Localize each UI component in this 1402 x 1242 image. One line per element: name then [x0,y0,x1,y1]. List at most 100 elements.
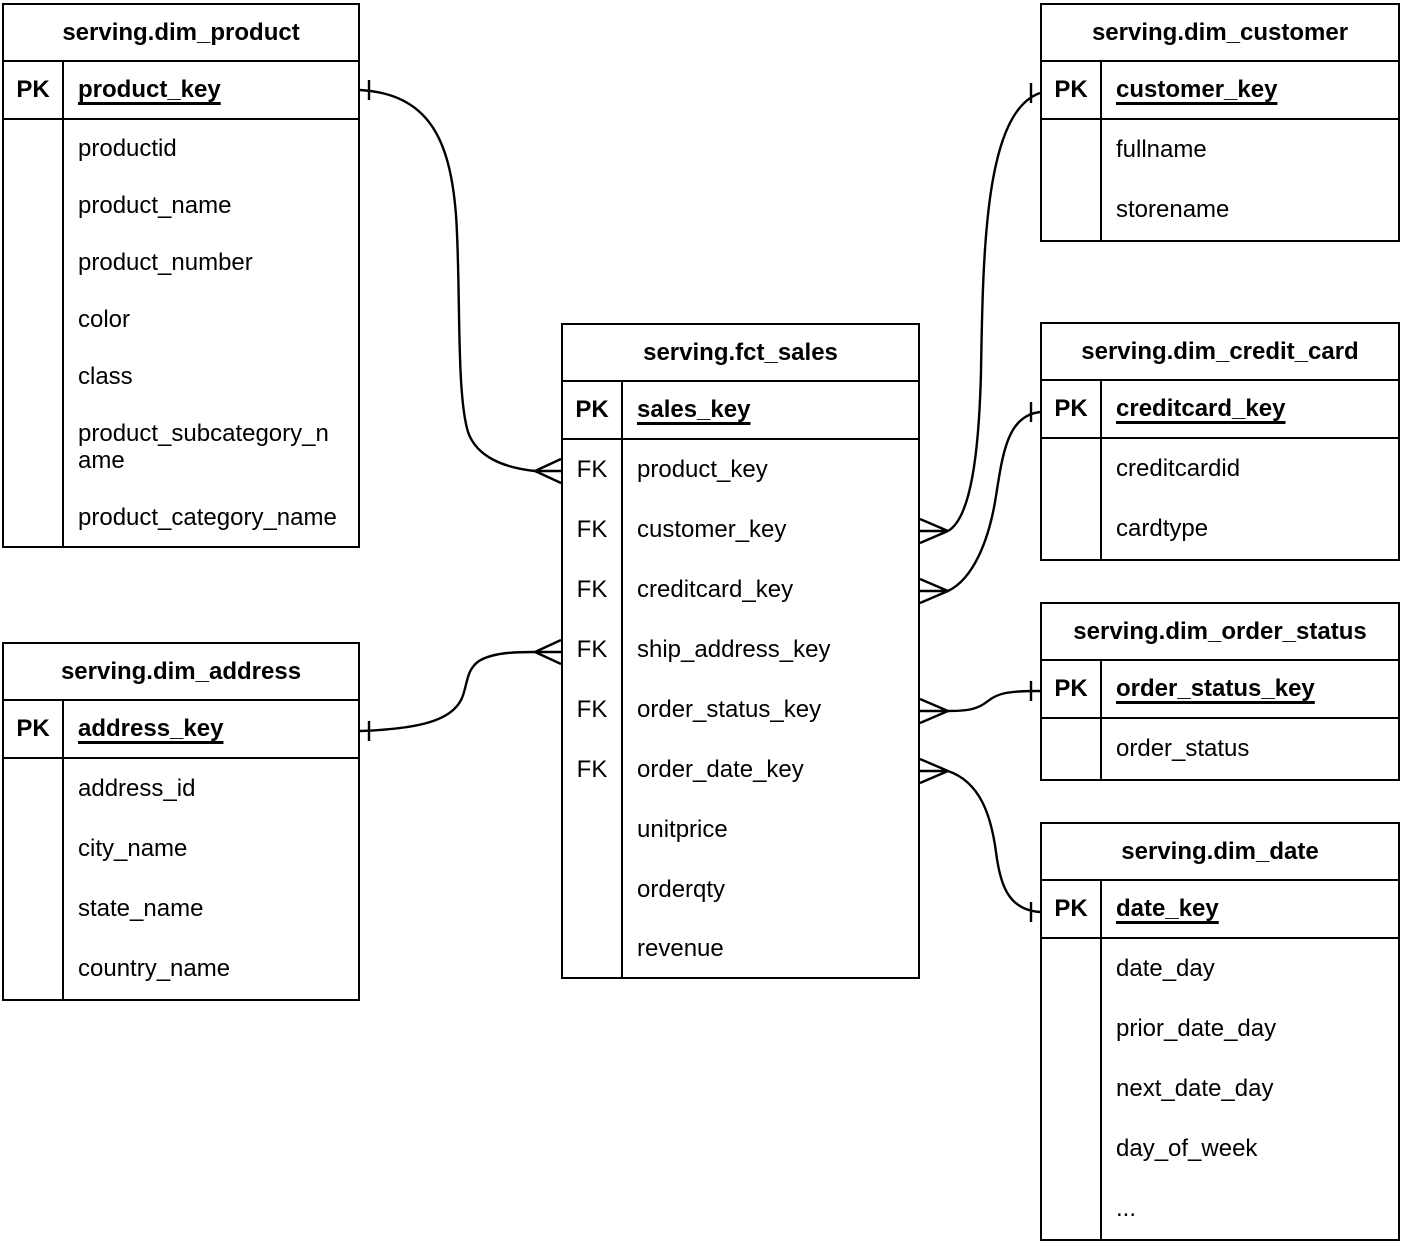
field-storename: storename [1116,196,1230,223]
fk-badge: FK [563,440,623,500]
pk-field-date-key: date_key [1116,895,1219,922]
field-row: orderqty [563,860,918,920]
table-dim-address: serving.dim_address PK address_key addre… [2,642,360,1001]
key-cell-empty [4,759,64,819]
field-row: color [4,291,358,348]
key-cell-empty [1042,439,1102,499]
fk-row: FK product_key [563,440,918,500]
table-dim-date: serving.dim_date PK date_key date_day pr… [1040,822,1400,1241]
field-date-day: date_day [1116,955,1215,982]
field-ellipsis: ... [1116,1195,1137,1222]
pk-field-customer-key: customer_key [1116,76,1278,103]
relationship-curve [947,769,1041,914]
field-class: class [78,362,133,390]
pk-field-order-status-key: order_status_key [1116,675,1315,702]
field-state-name: state_name [78,895,204,922]
key-cell-empty [4,120,64,177]
table-title-dim-address: serving.dim_address [4,644,358,701]
key-cell-empty [1042,719,1102,779]
field-row: product_category_name [4,489,358,546]
field-fk-creditcard-key: creditcard_key [637,576,794,603]
pk-row: PK customer_key [1042,62,1398,120]
table-title-fct-sales: serving.fct_sales [563,325,918,382]
fk-badge: FK [563,680,623,740]
field-row: date_day [1042,939,1398,999]
crow-foot-many-marker [919,517,949,545]
key-cell-empty [4,489,64,546]
field-product-category-name: product_category_name [78,503,337,531]
field-address-id: address_id [78,775,196,802]
table-title-dim-order-status: serving.dim_order_status [1042,604,1398,661]
field-order-status: order_status [1116,735,1250,762]
fk-badge: FK [563,560,623,620]
table-dim-product: serving.dim_product PK product_key produ… [2,3,360,548]
field-product-number: product_number [78,248,253,276]
table-fct-sales: serving.fct_sales PK sales_key FK produc… [561,323,920,979]
table-title-dim-customer: serving.dim_customer [1042,5,1398,62]
key-cell-empty [1042,1119,1102,1179]
field-row: product_number [4,234,358,291]
key-cell-empty [4,819,64,879]
fk-badge: FK [563,620,623,680]
relationship-curve [359,650,536,733]
table-dim-customer: serving.dim_customer PK customer_key ful… [1040,3,1400,242]
table-dim-order-status: serving.dim_order_status PK order_status… [1040,602,1400,781]
key-cell-empty [563,920,623,977]
crow-foot-many-marker [919,577,949,605]
field-productid: productid [78,134,177,162]
relationship-curve [947,689,1041,713]
field-row: class [4,348,358,405]
pk-field-sales-key: sales_key [637,396,751,423]
crow-foot-many-marker [534,638,562,666]
field-row: address_id [4,759,358,819]
field-city-name: city_name [78,835,188,862]
pk-row: PK date_key [1042,881,1398,939]
field-row: state_name [4,879,358,939]
field-fullname: fullname [1116,136,1207,163]
pk-row: PK order_status_key [1042,661,1398,719]
rel-fct-sales-to-dim-date [919,757,1041,922]
rel-fct-sales-to-dim-customer [919,83,1041,545]
field-row: prior_date_day [1042,999,1398,1059]
field-color: color [78,305,131,333]
key-cell-empty [1042,499,1102,559]
field-orderqty: orderqty [637,876,726,903]
key-cell-empty [4,234,64,291]
fk-row: FK customer_key [563,500,918,560]
relationship-curve [947,91,1041,533]
key-cell-empty [1042,1059,1102,1119]
field-prior-date-day: prior_date_day [1116,1015,1277,1042]
field-fk-ship-address-key: ship_address_key [637,636,831,663]
field-row: next_date_day [1042,1059,1398,1119]
field-row: country_name [4,939,358,999]
key-cell-empty [1042,180,1102,240]
fk-badge: FK [563,500,623,560]
rel-fct-sales-to-dim-order-status [919,681,1041,725]
field-product-subcategory-name: product_subcategory_name [78,420,329,474]
field-row: order_status [1042,719,1398,779]
table-title-dim-date: serving.dim_date [1042,824,1398,881]
pk-field-creditcard-key: creditcard_key [1116,395,1286,422]
field-row: productid [4,120,358,177]
crow-foot-many-marker [534,457,562,485]
field-revenue: revenue [637,934,724,962]
fk-row: FK order_date_key [563,740,918,800]
field-row: product_subcategory_name [4,405,358,489]
field-product-name: product_name [78,191,232,219]
field-cardtype: cardtype [1116,515,1209,542]
pk-badge: PK [1042,661,1102,717]
pk-row: PK sales_key [563,382,918,440]
table-dim-credit-card: serving.dim_credit_card PK creditcard_ke… [1040,322,1400,561]
field-fk-order-date-key: order_date_key [637,756,804,783]
pk-badge: PK [1042,62,1102,118]
field-row: fullname [1042,120,1398,180]
field-row: storename [1042,180,1398,240]
field-row: city_name [4,819,358,879]
field-row: product_name [4,177,358,234]
table-title-dim-credit-card: serving.dim_credit_card [1042,324,1398,381]
key-cell-empty [1042,120,1102,180]
pk-field-product-key: product_key [78,76,221,103]
key-cell-empty [4,939,64,999]
field-country-name: country_name [78,955,231,982]
